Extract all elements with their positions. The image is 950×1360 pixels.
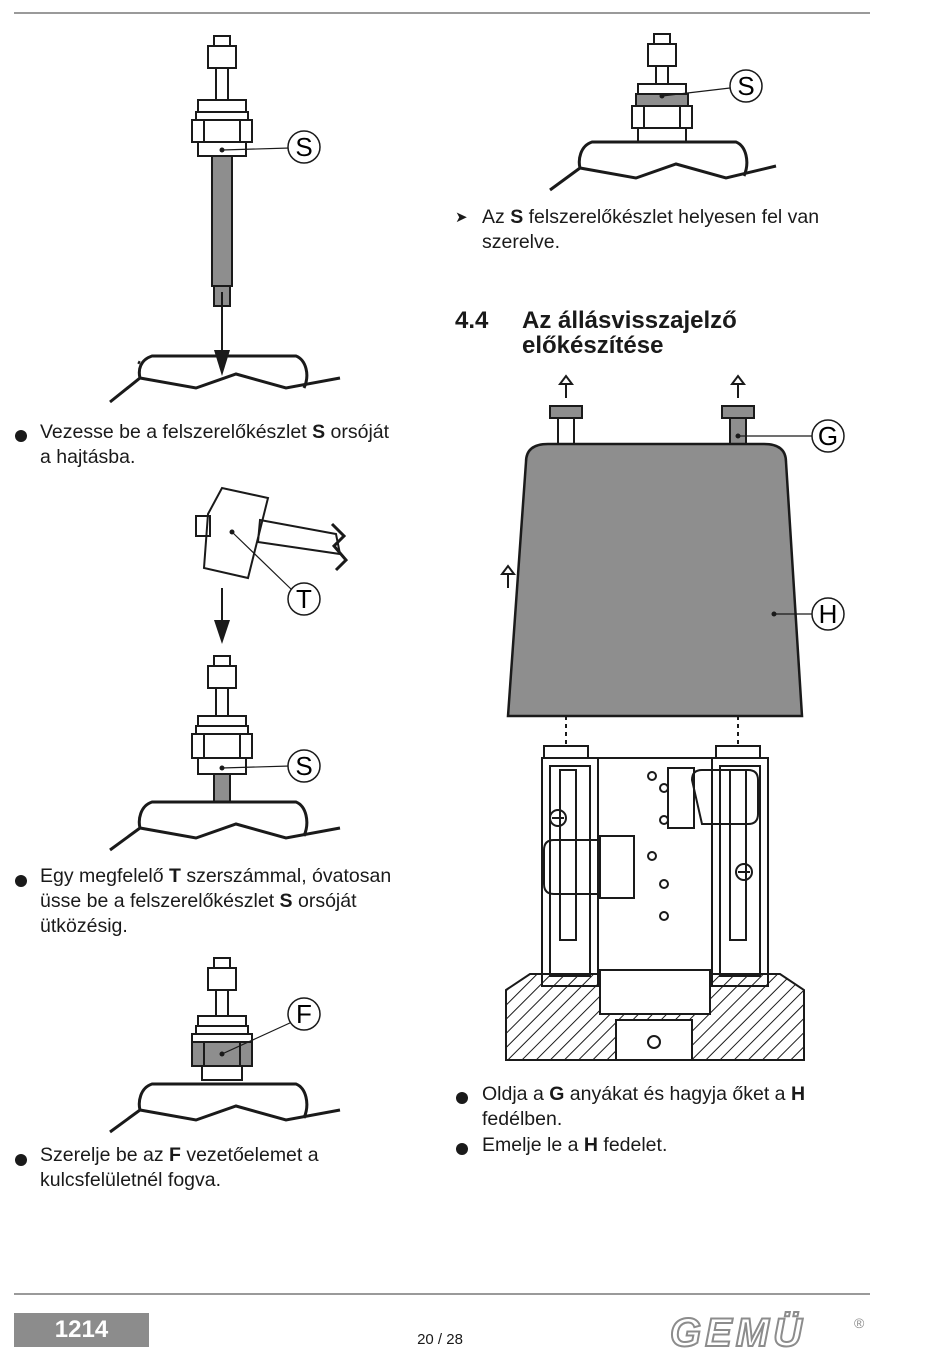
step1-post: orsóját xyxy=(325,421,390,443)
registered-mark: ® xyxy=(854,1315,865,1331)
brand-text: GEMÜ xyxy=(670,1310,806,1352)
step2-mid: szerszámmal, óvatosan xyxy=(180,865,392,887)
step2-line2-post: orsóját xyxy=(292,890,357,912)
step1-bold: S xyxy=(312,421,326,443)
bullet-step2 xyxy=(15,875,27,887)
result-post: felszerelőkészlet helyesen fel van xyxy=(523,206,820,228)
bottom-rule xyxy=(14,1293,870,1295)
section-title-line1: Az állásvisszajelző xyxy=(522,307,737,334)
step4-mid: anyákat és hagyja őket a xyxy=(564,1083,791,1105)
step1-pre: Vezesse be a felszerelőkészlet xyxy=(40,421,313,443)
label-S-2: S xyxy=(295,751,312,781)
label-H: H xyxy=(819,599,838,629)
step2-line2-pre: üsse be a felszerelőkészlet xyxy=(40,890,280,912)
bullet-step5 xyxy=(456,1143,468,1155)
label-F: F xyxy=(296,999,312,1029)
result-bold: S xyxy=(510,206,524,228)
result-pre: Az xyxy=(482,206,511,228)
label-G: G xyxy=(818,421,838,451)
top-rule xyxy=(14,12,870,14)
step2-bold1: T xyxy=(169,865,181,887)
step4-bold1: G xyxy=(549,1083,565,1105)
step5-post: fedelet. xyxy=(597,1134,668,1156)
section-title: Az állásvisszajelző előkészítése xyxy=(522,308,737,358)
result-line2: szerelve. xyxy=(482,231,561,253)
step3-pre: Szerelje be az xyxy=(40,1144,169,1166)
step4-bold2: H xyxy=(790,1083,806,1105)
step3-text: Szerelje be az F vezetőelemet a kulcsfel… xyxy=(40,1143,440,1193)
figure-cover-removal: G H xyxy=(500,374,845,1061)
step2-text: Egy megfelelő T szerszámmal, óvatosan üs… xyxy=(40,864,440,939)
step4-pre: Oldja a xyxy=(482,1083,550,1105)
step2-pre: Egy megfelelő xyxy=(40,865,169,887)
step1-line2: a hajtásba. xyxy=(40,446,136,468)
page-number: 20 / 28 xyxy=(417,1331,463,1348)
bullet-step3 xyxy=(15,1154,27,1166)
doc-number-badge: 1214 xyxy=(14,1313,149,1347)
step5-bold: H xyxy=(583,1134,598,1156)
bullet-step4 xyxy=(456,1092,468,1104)
figure-spindle-insert: S xyxy=(109,35,341,404)
figure-hammer-tool: T S xyxy=(109,486,349,852)
label-S-3: S xyxy=(737,71,754,101)
step3-line2: kulcsfelületnél fogva. xyxy=(40,1169,222,1191)
step2-line3: ütközésig. xyxy=(40,915,128,937)
step4-line2: fedélben. xyxy=(482,1108,563,1130)
step2-bold2: S xyxy=(279,890,293,912)
step4-text: Oldja a G anyákat és hagyja őket a H fed… xyxy=(482,1082,882,1132)
label-T: T xyxy=(296,584,312,614)
step5-text: Emelje le a H fedelet. xyxy=(482,1133,882,1158)
arrow-bullet-result: ➤ xyxy=(455,209,468,226)
section-title-line2: előkészítése xyxy=(522,332,664,359)
figure-guide-element: F xyxy=(109,957,341,1134)
step1-text: Vezesse be a felszerelőkészlet S orsóját… xyxy=(40,420,440,470)
result-text: Az S felszerelőkészlet helyesen fel van … xyxy=(482,205,882,255)
figure-spindle-installed: S xyxy=(549,33,777,192)
step3-post: vezetőelemet a xyxy=(180,1144,319,1166)
gemu-logo: GEMÜ ® xyxy=(669,1310,865,1352)
bullet-step1 xyxy=(15,430,27,442)
step5-pre: Emelje le a xyxy=(482,1134,584,1156)
step3-bold: F xyxy=(169,1144,181,1166)
section-number: 4.4 xyxy=(455,307,489,334)
label-S-1: S xyxy=(295,132,312,162)
